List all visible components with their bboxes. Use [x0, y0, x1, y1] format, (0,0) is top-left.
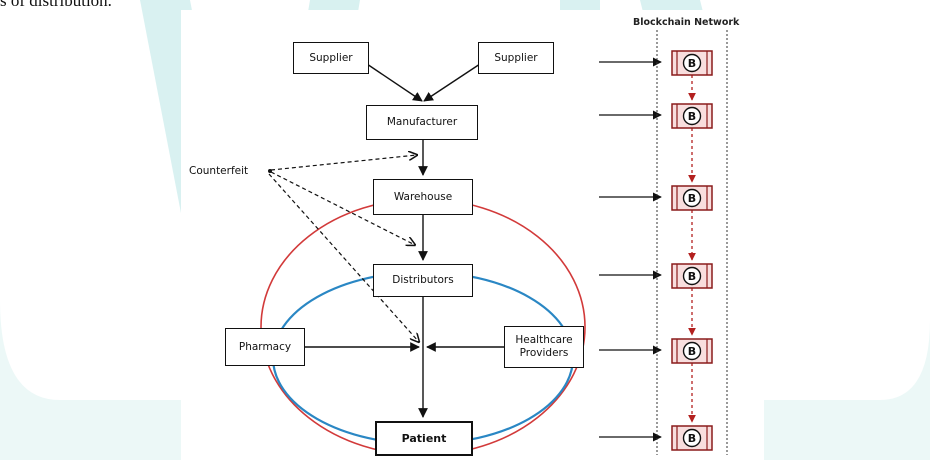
- supplier-left-label: Supplier: [309, 51, 353, 64]
- bitcoin-icon: B: [688, 270, 696, 283]
- supplier-right-node: Supplier: [478, 42, 554, 74]
- arrow-supplier-left-to-manufacturer: [363, 61, 423, 102]
- counterfeit-arrow-to-manufacturer-link: [270, 155, 417, 171]
- healthcare-label-line1: Healthcare: [515, 334, 573, 346]
- block-6: B: [671, 425, 713, 451]
- bitcoin-icon: B: [688, 192, 696, 205]
- distributors-label: Distributors: [392, 274, 454, 286]
- blockchain-network-title: Blockchain Network: [633, 17, 740, 28]
- block-1: B: [671, 50, 713, 76]
- counterfeit-arrow-to-distributors-link: [268, 173, 419, 342]
- diagram-canvas: B B B B: [260, 30, 728, 456]
- patient-label: Patient: [401, 432, 447, 445]
- caption-text: s of distribution.: [0, 0, 116, 11]
- supply-chain-diagram: B B B B: [181, 10, 764, 460]
- supplier-left-node: Supplier: [293, 42, 369, 74]
- block-5: B: [671, 338, 713, 364]
- counterfeit-arrow-to-warehouse-link: [270, 171, 415, 245]
- block-2: B: [671, 103, 713, 129]
- healthcare-label-line2: Providers: [519, 347, 569, 359]
- pharmacy-label: Pharmacy: [238, 340, 292, 353]
- bitcoin-icon: B: [688, 432, 696, 445]
- patient-node: Patient: [375, 421, 473, 456]
- arrow-supplier-right-to-manufacturer: [423, 61, 484, 102]
- bitcoin-icon: B: [688, 345, 696, 358]
- manufacturer-node: Manufacturer: [366, 105, 478, 140]
- distributors-node: Distributors: [373, 264, 473, 297]
- blockchain-blocks: B B B B: [671, 50, 713, 451]
- block-3: B: [671, 185, 713, 211]
- pharmacy-node: Pharmacy: [225, 328, 305, 366]
- counterfeit-label: Counterfeit: [189, 165, 249, 177]
- block-4: B: [671, 263, 713, 289]
- warehouse-label: Warehouse: [393, 190, 453, 203]
- bitcoin-icon: B: [688, 57, 696, 70]
- warehouse-node: Warehouse: [373, 179, 473, 215]
- counterfeit-origin-dot: [268, 169, 272, 173]
- bitcoin-icon: B: [688, 110, 696, 123]
- manufacturer-label: Manufacturer: [386, 116, 458, 128]
- healthcare-providers-node: Healthcare Providers: [504, 326, 584, 368]
- supplier-right-label: Supplier: [494, 51, 538, 64]
